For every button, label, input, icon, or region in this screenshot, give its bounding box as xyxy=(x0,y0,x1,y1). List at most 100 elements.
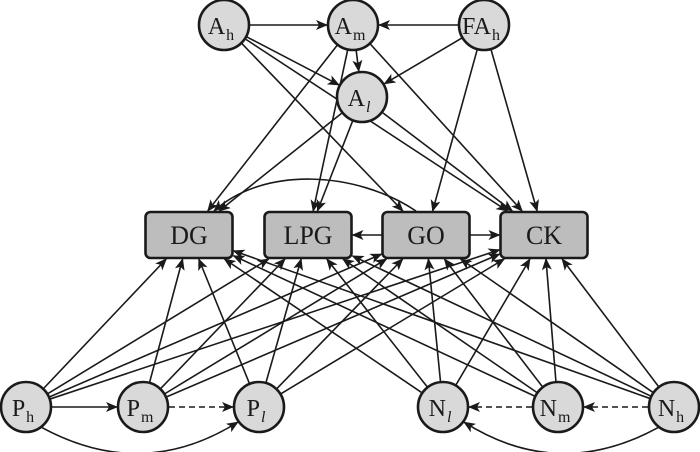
edge-fah-to-al xyxy=(383,37,463,85)
node-circle xyxy=(326,0,380,52)
node-label: Am xyxy=(335,14,366,44)
node-label-base: N xyxy=(658,396,675,422)
node-box xyxy=(381,210,471,260)
node-label: Nl xyxy=(429,396,452,426)
edge-ph-to-ck xyxy=(50,248,501,400)
edge-pm-to-ck xyxy=(166,253,501,398)
node-dg: DG xyxy=(144,210,234,260)
edge-fah-to-go xyxy=(430,49,478,212)
node-label-subscript: m xyxy=(353,27,366,44)
node-label-base: A xyxy=(348,86,366,112)
edge-fah-to-ck xyxy=(490,49,539,212)
node-al: Al xyxy=(335,70,389,124)
node-nh: Nh xyxy=(647,380,700,434)
edge-nh-to-dg xyxy=(232,249,650,400)
edge-pm-to-go xyxy=(164,258,388,395)
edges-layer xyxy=(41,20,659,452)
edge-am-to-lpg xyxy=(310,50,349,212)
node-fah: FAh xyxy=(457,0,511,52)
edge-nh-to-nl xyxy=(463,421,659,452)
node-box xyxy=(144,210,234,260)
edge-ph-to-go xyxy=(49,253,383,398)
node-label: FAh xyxy=(462,14,500,44)
edge-pl-to-dg xyxy=(198,258,250,384)
node-go: GO xyxy=(381,210,471,260)
edge-nh-to-ck xyxy=(561,258,659,387)
node-label: GO xyxy=(407,221,445,250)
node-am: Am xyxy=(326,0,380,52)
node-circle xyxy=(647,380,700,434)
edge-pl-to-go xyxy=(276,258,404,389)
node-label: CK xyxy=(526,221,562,250)
node-nl: Nl xyxy=(416,380,470,434)
node-label-base: P xyxy=(12,396,25,422)
node-label-base: GO xyxy=(407,221,445,250)
node-label-base: FA xyxy=(462,14,492,40)
node-box xyxy=(263,210,353,260)
node-circle xyxy=(531,380,585,434)
node-label: Ah xyxy=(208,14,234,44)
node-nm: Nm xyxy=(531,380,585,434)
node-box xyxy=(499,210,589,260)
edge-pl-to-ck xyxy=(280,258,506,395)
node-circle xyxy=(335,70,389,124)
node-ck: CK xyxy=(499,210,589,260)
node-label-subscript: l xyxy=(261,409,266,426)
edge-am-to-ck xyxy=(369,43,523,212)
edge-ah-to-ck xyxy=(245,38,509,212)
node-label-subscript: l xyxy=(447,409,452,426)
node-label-subscript: h xyxy=(226,27,234,44)
node-label-subscript: h xyxy=(492,27,500,44)
edge-nl-to-go xyxy=(424,258,442,382)
node-lpg: LPG xyxy=(263,210,353,260)
node-circle xyxy=(197,0,251,52)
edge-nm-to-ck xyxy=(541,258,557,382)
edge-ah-to-go xyxy=(241,43,404,212)
edge-al-to-lpg xyxy=(316,120,354,212)
node-ah: Ah xyxy=(197,0,251,52)
edge-pm-to-dg xyxy=(148,258,185,383)
node-pm: Pm xyxy=(116,380,170,434)
node-label: DG xyxy=(170,221,208,250)
edge-ph-to-lpg xyxy=(47,258,270,395)
edge-ah-to-al xyxy=(246,36,340,86)
edge-am-to-al xyxy=(352,50,363,73)
node-label: Nh xyxy=(658,396,684,426)
node-label-base: DG xyxy=(170,221,208,250)
edge-nh-to-lpg xyxy=(351,255,651,397)
node-pl: Pl xyxy=(232,380,286,434)
node-label-base: N xyxy=(429,396,446,422)
node-label: Ph xyxy=(12,396,34,426)
node-label-subscript: m xyxy=(558,409,571,426)
node-label-subscript: h xyxy=(26,409,34,426)
node-circle xyxy=(232,380,286,434)
edge-ph-to-dg xyxy=(43,258,167,389)
edge-nm-to-dg xyxy=(232,255,535,397)
node-label-base: LPG xyxy=(283,221,332,250)
node-label: Pl xyxy=(247,396,266,426)
edge-pm-to-lpg xyxy=(160,258,286,389)
node-label: Al xyxy=(348,86,371,116)
node-label: LPG xyxy=(283,221,332,250)
edge-go-to-dg xyxy=(213,178,417,212)
node-label-base: A xyxy=(208,14,226,40)
edge-nl-to-dg xyxy=(223,258,422,394)
node-circle xyxy=(116,380,170,434)
edge-nh-to-go xyxy=(459,258,654,393)
node-circle xyxy=(0,380,53,434)
edge-pl-to-lpg xyxy=(265,258,303,383)
node-label-base: N xyxy=(540,396,557,422)
edge-ph-to-pl xyxy=(41,421,239,452)
node-label-base: A xyxy=(335,14,353,40)
node-label-base: CK xyxy=(526,221,562,250)
node-circle xyxy=(457,0,511,52)
edge-al-to-ck xyxy=(382,112,514,212)
node-label-subscript: h xyxy=(676,409,684,426)
node-label: Pm xyxy=(127,396,154,426)
node-label-base: P xyxy=(247,396,260,422)
node-ph: Ph xyxy=(0,380,53,434)
node-label: Nm xyxy=(540,396,571,426)
edge-am-to-dg xyxy=(207,44,338,212)
